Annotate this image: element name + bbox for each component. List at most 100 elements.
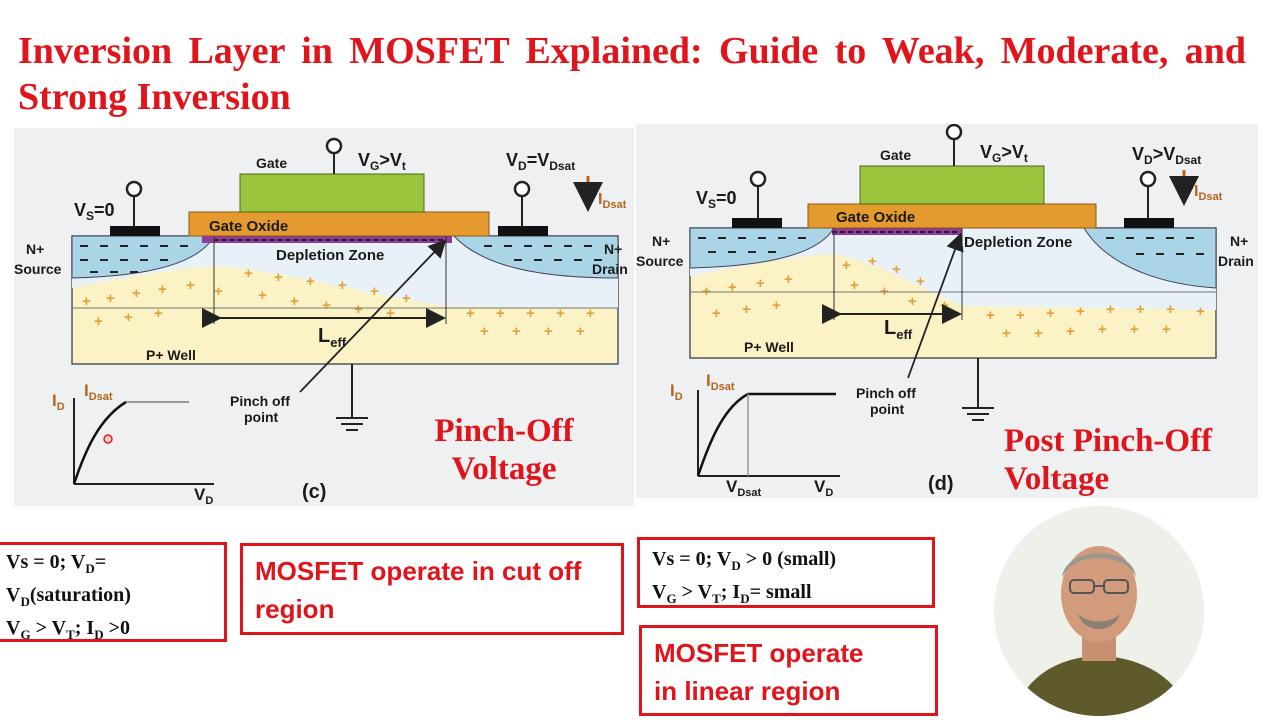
leff-label: Leff [318,325,347,350]
ground-symbol [336,364,368,431]
linear-conditions-box: Vs = 0; VD > 0 (small) VG > VT; ID= smal… [637,537,935,608]
svg-text:+: + [244,265,253,282]
leff-label: Leff [884,317,913,342]
drain-n-label: N+ [1230,233,1248,249]
svg-text:+: + [868,253,877,270]
source-label: Source [636,253,684,269]
svg-text:+: + [480,323,489,340]
gate-oxide [188,211,490,237]
svg-text:+: + [1066,323,1075,340]
pinch-off-note-line2: Voltage [451,451,557,487]
svg-text:+: + [1016,307,1025,324]
vg-label: VG>Vt [980,142,1028,165]
svg-text:+: + [556,305,565,322]
panel-c-label: (c) [302,481,326,503]
svg-text:+: + [496,305,505,322]
svg-text:+: + [576,323,585,340]
svg-text:+: + [1130,321,1139,338]
id-vd-graph [696,390,840,477]
drain-label: Drain [1218,253,1254,269]
svg-text:+: + [916,273,925,290]
p-well-label: P+ Well [744,339,794,355]
svg-text:+: + [892,261,901,278]
svg-text:+: + [850,277,859,294]
vg-label: VG>Vt [358,150,406,173]
svg-text:+: + [1166,301,1175,318]
svg-text:+: + [1046,305,1055,322]
source-terminal [125,180,143,198]
svg-text:+: + [1098,321,1107,338]
graph-idsat-label: IDsat [84,381,113,403]
drain-electrons [484,245,602,261]
svg-text:+: + [784,271,793,288]
id-vd-graph [72,398,214,485]
source-terminal [749,170,767,188]
vd-label: VD>VDsat [1132,144,1201,167]
page-title: Inversion Layer in MOSFET Explained: Gui… [18,30,1246,118]
idsat-label: IDsat [598,191,627,211]
source-electrons [80,245,188,273]
gate-oxide-label: Gate Oxide [836,209,915,226]
svg-text:+: + [214,283,223,300]
drain-terminal [513,180,531,198]
drain-electrons [1106,237,1204,255]
drain-terminal [1139,170,1157,188]
svg-text:+: + [466,305,475,322]
drain-n-label: N+ [604,241,622,257]
cursor-dot [103,434,113,444]
svg-text:+: + [154,305,163,322]
svg-text:+: + [186,277,195,294]
gate-terminal [325,137,343,155]
cut-off-region-box: MOSFET operate in cut off region [240,543,624,635]
p-well-label: P+ Well [146,347,196,363]
svg-text:+: + [1196,303,1205,320]
source-n-label: N+ [652,233,670,249]
svg-text:+: + [940,297,949,314]
svg-text:+: + [728,279,737,296]
depletion-zone-region [690,228,1216,310]
saturation-conditions-box: Vs = 0; VD= VD(saturation) VG > VT; ID >… [0,542,227,642]
post-pinch-off-voltage-note: Post Pinch-Off Voltage [1004,422,1254,498]
svg-text:+: + [1002,325,1011,342]
source-electrons [698,237,806,253]
graph-idsat-label: IDsat [706,371,735,393]
gate-oxide-label: Gate Oxide [209,218,288,235]
source-contact [732,218,782,228]
pinch-off-pointer [907,232,964,379]
pinch-off-diagram: ++++++++++++++++ +++++++++++++ Gate Oxid… [14,128,634,506]
cut-off-region-text: MOSFET operate in cut off region [255,556,582,624]
post-pinch-off-diagram: ++++++++++++++++ +++++++++++++ Gate Oxid… [636,124,1258,498]
svg-text:+: + [402,290,411,307]
source-n-label: N+ [26,241,44,257]
svg-text:+: + [908,293,917,310]
graph-id-label: ID [52,391,65,413]
pinch-off-label: Pinch off [856,385,916,401]
svg-text:+: + [586,305,595,322]
drain-contact [498,226,548,236]
svg-text:+: + [370,283,379,300]
drain-contact [1124,218,1174,228]
idsat-label: IDsat [1194,183,1223,203]
pinch-off-point-label: point [870,401,905,417]
post-pinch-off-note-line1: Post Pinch-Off [1004,423,1213,459]
svg-text:+: + [772,297,781,314]
svg-text:+: + [842,257,851,274]
svg-text:+: + [338,277,347,294]
svg-text:+: + [132,285,141,302]
pinch-off-pointer [299,239,447,393]
vs-label: VS=0 [696,188,737,211]
svg-text:+: + [1034,325,1043,342]
source-contact [110,226,160,236]
panel-d-label: (d) [928,473,954,495]
svg-text:+: + [742,301,751,318]
svg-text:+: + [1076,303,1085,320]
svg-text:+: + [526,305,535,322]
graph-vd-label: VD [194,485,213,506]
pinch-off-note-line1: Pinch-Off [434,413,574,449]
graph-vd-label: VD [814,477,833,498]
svg-text:+: + [124,309,133,326]
svg-text:+: + [1106,301,1115,318]
svg-text:+: + [274,269,283,286]
graph-vdsat-label: VDsat [726,477,762,498]
shirt-shape [1014,656,1189,716]
